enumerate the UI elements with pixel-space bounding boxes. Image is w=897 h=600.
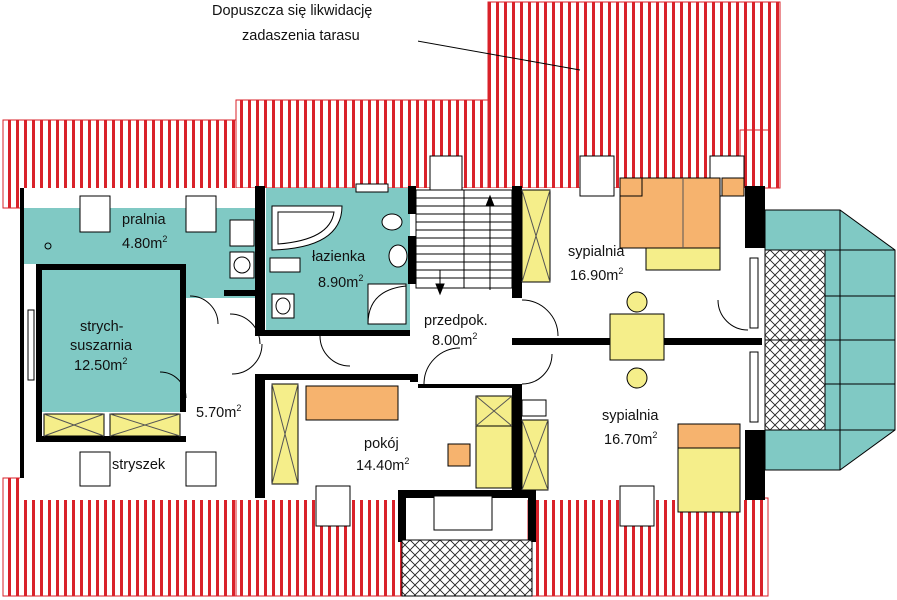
label-strych-name1: strych- — [80, 319, 124, 335]
note-line-1: Dopuszcza się likwidację — [212, 3, 372, 19]
label-stryszek-name: stryszek — [112, 457, 166, 473]
radiator — [269, 257, 301, 273]
room-labels: pralnia 4.80m2 łazienka 8.90m2 sypialnia… — [70, 212, 659, 474]
chair — [447, 443, 471, 467]
label-sypialnia1-area: 16.90m2 — [570, 266, 623, 284]
table — [609, 313, 665, 361]
bay-window — [764, 209, 896, 471]
bathroom-fixtures — [269, 205, 408, 325]
note-line-2: zadaszenia tarasu — [242, 28, 360, 44]
bathtub — [271, 205, 343, 251]
strych-floor — [38, 270, 186, 412]
label-sypialnia2-name: sypialnia — [602, 408, 659, 424]
label-strych-area: 12.50m2 — [74, 356, 127, 374]
label-hall-area: 5.70m2 — [196, 403, 241, 421]
label-lazienka-name: łazienka — [312, 249, 366, 265]
label-pralnia-area: 4.80m2 — [122, 234, 167, 252]
label-pokoj-name: pokój — [364, 436, 399, 452]
label-sypialnia1-name: sypialnia — [568, 244, 625, 260]
windows — [27, 155, 759, 527]
label-przedpok-area: 8.00m2 — [432, 331, 477, 349]
stryszek-floor — [22, 440, 260, 478]
balcony-door — [433, 495, 493, 531]
sink-icon — [388, 244, 408, 268]
label-lazienka-area: 8.90m2 — [318, 273, 363, 291]
label-przedpok-name: przedpok. — [424, 313, 488, 329]
staircase — [415, 189, 513, 296]
pralnia-symbol-icon — [44, 242, 52, 250]
label-pokoj-area: 14.40m2 — [356, 456, 409, 474]
balcony-lattice — [401, 539, 533, 597]
stove-icon — [521, 399, 547, 417]
note: Dopuszcza się likwidację zadaszenia tara… — [208, 2, 418, 46]
label-pralnia-name: pralnia — [122, 212, 166, 228]
roof-right-top — [739, 129, 771, 189]
sofa — [305, 385, 399, 421]
nightstand — [619, 177, 643, 197]
chair — [626, 291, 648, 313]
pralnia-floor — [22, 208, 260, 264]
shower — [367, 283, 407, 325]
label-strych-name2: suszarnia — [70, 338, 133, 354]
doors — [159, 295, 749, 399]
chair — [626, 367, 648, 389]
laundry-fixtures — [44, 219, 255, 279]
label-sypialnia2-area: 16.70m2 — [604, 430, 657, 448]
bed-cover — [677, 423, 741, 449]
furniture — [43, 177, 745, 513]
washer — [229, 219, 255, 247]
sink-icon — [381, 213, 403, 231]
roof-top-mid — [235, 99, 537, 189]
nightstand — [721, 177, 745, 197]
